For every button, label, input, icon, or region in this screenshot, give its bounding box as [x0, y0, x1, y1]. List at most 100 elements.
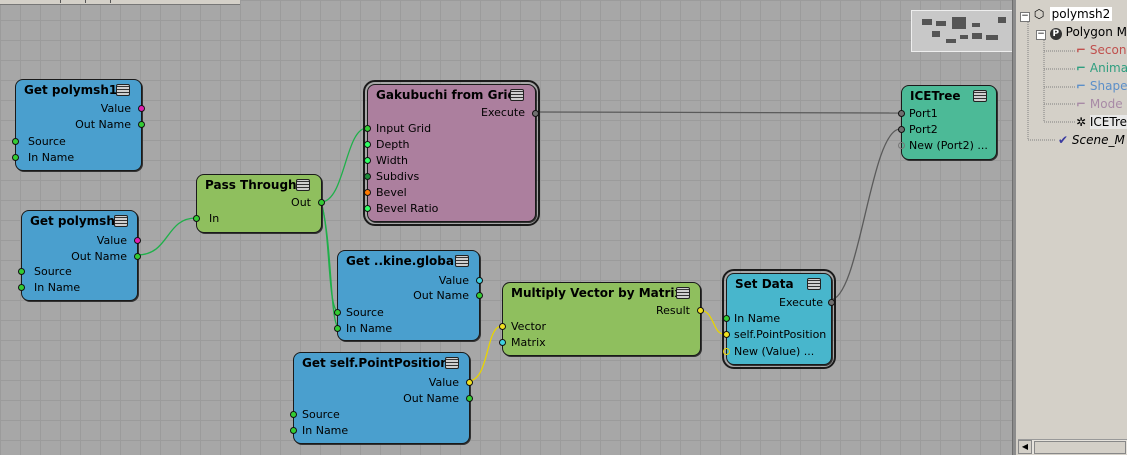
port-dot-execute[interactable]	[532, 110, 539, 117]
ice-tree-canvas[interactable]: Get polymsh1 Value Out Name Source In Na…	[0, 0, 1012, 455]
port-dot-input-grid[interactable]	[364, 125, 371, 132]
port-dot-depth[interactable]	[364, 141, 371, 148]
node-menu-icon[interactable]	[114, 215, 128, 227]
node-icetree[interactable]: ICETree Port1 Port2 New (Port2) ...	[898, 85, 997, 160]
port-dot-vector[interactable]	[499, 323, 506, 330]
explorer-horizontal-scrollbar[interactable]: ◀	[1018, 439, 1127, 454]
tree-label-shape: Shape	[1089, 79, 1127, 93]
tree-item-secondary-shape[interactable]: ⌐ Secon	[1076, 43, 1126, 57]
port-dot-new-value[interactable]	[723, 348, 730, 355]
port-dot-inname[interactable]	[334, 325, 341, 332]
port-dot-outname[interactable]	[466, 395, 473, 402]
port-dot-subdivs[interactable]	[364, 173, 371, 180]
port-dot-outname[interactable]	[134, 253, 141, 260]
tree-label-scene-material: Scene_M	[1071, 133, 1125, 147]
wire-passthrough-to-getkine2	[320, 201, 339, 328]
tree-item-animation[interactable]: ⌐ Anima	[1076, 61, 1127, 75]
input-port-matrix: Matrix	[511, 336, 546, 349]
port-dot-in[interactable]	[193, 215, 200, 222]
port-dot-value[interactable]	[466, 379, 473, 386]
node-set-data[interactable]: Set Data Execute In Name self.PointPosit…	[722, 269, 836, 369]
input-port-new-port2: New (Port2) ...	[909, 139, 988, 152]
node-get-polymsh1[interactable]: Get polymsh1 Value Out Name Source In Na…	[12, 79, 145, 171]
node-title: ICETree	[910, 89, 961, 103]
input-port-bevel-ratio: Bevel Ratio	[376, 202, 439, 215]
port-dot-inname[interactable]	[290, 427, 297, 434]
port-dot-source[interactable]	[18, 268, 25, 275]
node-menu-icon[interactable]	[510, 89, 524, 101]
operator-flag-icon: ⌐	[1076, 79, 1087, 93]
panel-splitter[interactable]	[1012, 0, 1017, 455]
port-dot-source[interactable]	[334, 309, 341, 316]
port-dot-source[interactable]	[12, 138, 19, 145]
port-dot-execute[interactable]	[828, 299, 835, 306]
minimap[interactable]	[911, 10, 1012, 52]
node-pass-through[interactable]: Pass Through Out In	[193, 174, 325, 233]
input-port-inname: In Name	[346, 322, 393, 335]
tree-item-shape-modeling[interactable]: ⌐ Shape	[1076, 79, 1127, 93]
node-menu-icon[interactable]	[807, 278, 821, 290]
port-dot-bevel[interactable]	[364, 189, 371, 196]
port-dot-result[interactable]	[697, 307, 704, 314]
operator-flag-icon: ⌐	[1076, 97, 1087, 111]
node-get-self-pointposition[interactable]: Get self.PointPosition Value Out Name So…	[290, 352, 473, 444]
input-port-source: Source	[302, 408, 340, 421]
port-dot-value[interactable]	[476, 277, 483, 284]
port-dot-inname[interactable]	[723, 315, 730, 322]
tree-item-modeling[interactable]: ⌐ Mode	[1076, 97, 1123, 111]
tree-item-icetree[interactable]: ✲ ICETre	[1076, 115, 1127, 129]
node-get-kine-global[interactable]: Get ..kine.global Value Out Name Source …	[334, 250, 483, 341]
expand-minus-icon[interactable]: −	[1020, 11, 1030, 22]
node-gakubuchi-from-grid[interactable]: Gakubuchi from Grid Execute Input Grid D…	[363, 80, 540, 226]
connection-wires	[136, 111, 901, 382]
tree-item-scene-material[interactable]: ✔ Scene_M	[1058, 133, 1125, 147]
tree-label-root: polymsh2	[1049, 7, 1113, 21]
node-get-polymsh[interactable]: Get polymsh Value Out Name Source In Nam…	[18, 210, 141, 301]
wire-getpolymsh-to-passthrough	[136, 217, 197, 256]
input-port-depth: Depth	[376, 138, 410, 151]
output-port-execute: Execute	[481, 106, 525, 119]
port-dot-source[interactable]	[290, 411, 297, 418]
scroll-thumb[interactable]	[1034, 441, 1126, 454]
node-title: Set Data	[735, 277, 794, 291]
port-dot-out[interactable]	[318, 199, 325, 206]
input-port-inname: In Name	[734, 312, 781, 325]
expand-minus-icon[interactable]: −	[1036, 29, 1046, 40]
tree-label-icetree: ICETre	[1089, 115, 1127, 129]
input-port-width: Width	[376, 154, 408, 167]
port-dot-value[interactable]	[138, 105, 145, 112]
output-port-value: Value	[100, 102, 131, 115]
node-menu-icon[interactable]	[973, 90, 987, 102]
node-menu-icon[interactable]	[445, 357, 459, 369]
port-dot-matrix[interactable]	[499, 339, 506, 346]
output-port-outname: Out Name	[75, 118, 131, 131]
scroll-left-arrow-icon[interactable]: ◀	[1018, 440, 1032, 454]
node-title: Get self.PointPosition	[302, 356, 449, 370]
port-dot-self-pointposition[interactable]	[723, 331, 730, 338]
node-menu-icon[interactable]	[116, 84, 130, 96]
output-port-outname: Out Name	[403, 392, 459, 405]
wire-gakubuchi-to-icetree	[533, 111, 901, 114]
node-menu-icon[interactable]	[455, 255, 469, 267]
port-dot-new-port2[interactable]	[898, 142, 905, 149]
output-port-value: Value	[438, 274, 469, 287]
tree-item-polygon-mesh[interactable]: − P Polygon M	[1036, 25, 1127, 40]
port-dot-inname[interactable]	[12, 154, 19, 161]
port-dot-port1[interactable]	[898, 110, 905, 117]
port-dot-width[interactable]	[364, 157, 371, 164]
tree-label-secondary: Secon	[1089, 43, 1127, 57]
input-port-in: In	[209, 212, 220, 225]
top-tab-strip	[0, 0, 240, 5]
port-dot-port2[interactable]	[898, 126, 905, 133]
node-multiply-vector-by-matrix[interactable]: Multiply Vector by Matrix Result Vector …	[499, 282, 704, 356]
port-dot-outname[interactable]	[138, 121, 145, 128]
node-menu-icon[interactable]	[676, 287, 690, 299]
output-port-value: Value	[96, 234, 127, 247]
tree-item-polymsh2[interactable]: − ⬡ polymsh2	[1020, 7, 1113, 22]
node-title: Gakubuchi from Grid	[376, 88, 517, 102]
node-menu-icon[interactable]	[296, 179, 310, 191]
port-dot-bevel-ratio[interactable]	[364, 205, 371, 212]
port-dot-value[interactable]	[134, 237, 141, 244]
port-dot-outname[interactable]	[476, 292, 483, 299]
port-dot-inname[interactable]	[18, 284, 25, 291]
